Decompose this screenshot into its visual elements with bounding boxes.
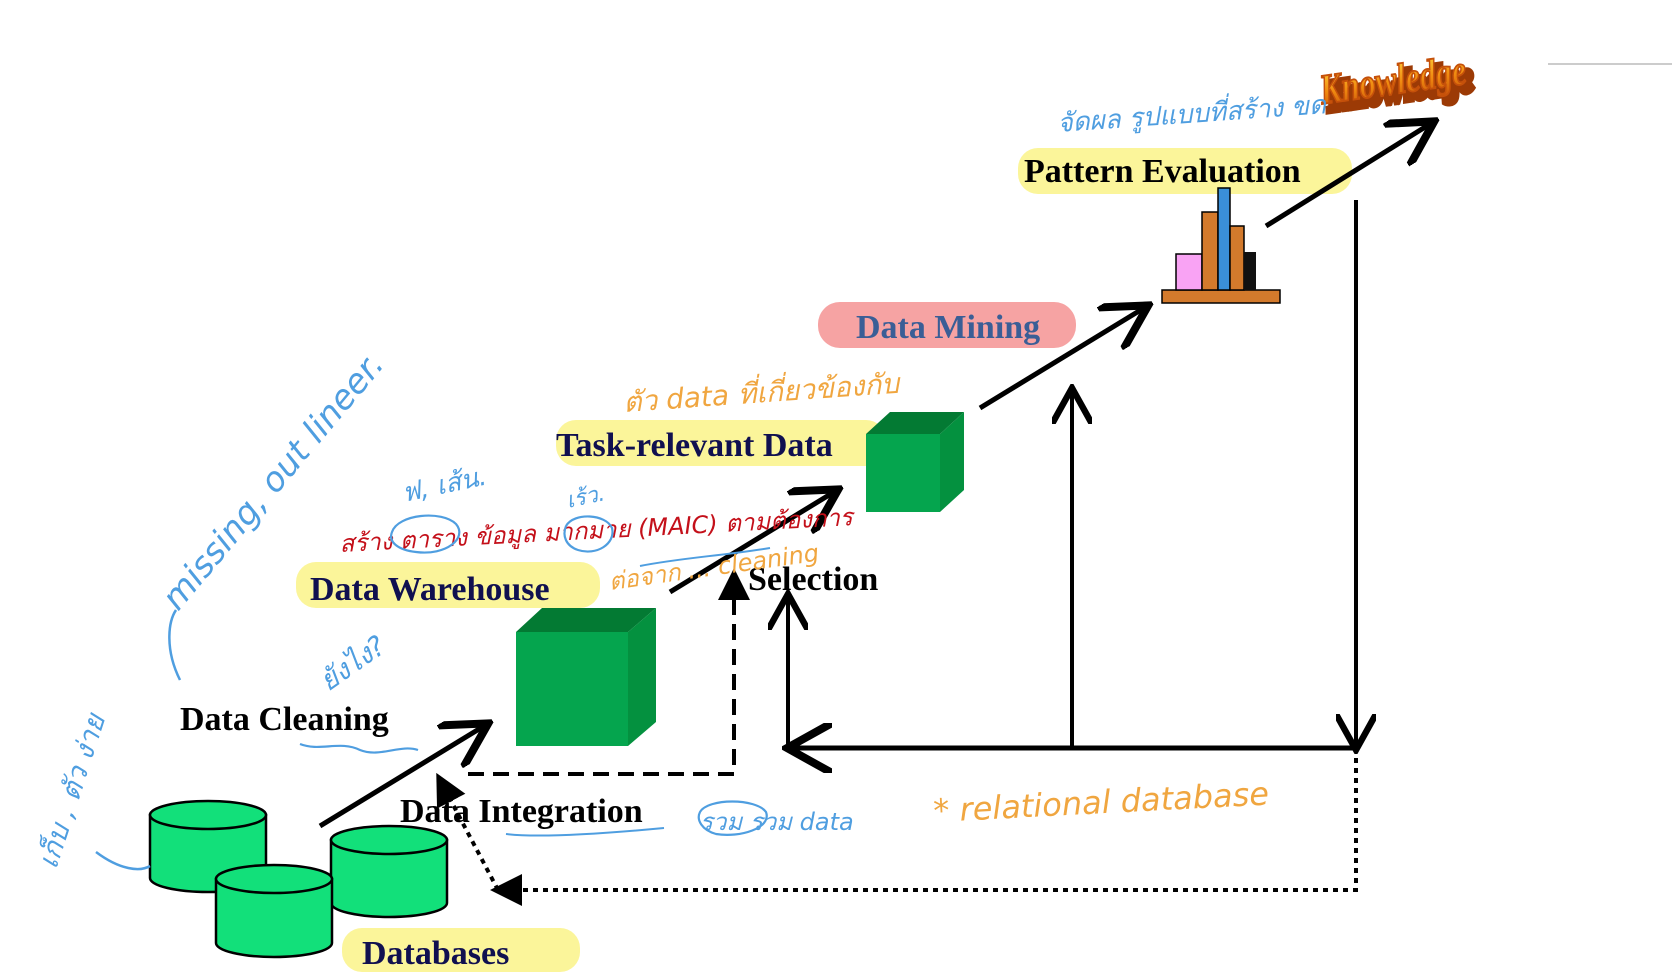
pen-underline-red-note bbox=[639, 547, 771, 567]
arrow-databases-to-warehouse bbox=[318, 726, 484, 829]
annotation-left-margin: เก็บ , ตัว ง่าย bbox=[31, 709, 112, 873]
pattern-bar-chart-icon bbox=[1161, 187, 1281, 304]
pen-circle-integration bbox=[697, 800, 768, 836]
pen-curve-left bbox=[95, 609, 182, 871]
pen-underline-cleaning bbox=[299, 742, 419, 754]
annotation-relational: * relational database bbox=[932, 774, 1269, 830]
data-warehouse-cube bbox=[516, 608, 656, 746]
annotation-task-relevant: ตัว data ที่เกี่ยวข้องกับ bbox=[622, 364, 902, 419]
data-mining-highlight bbox=[818, 302, 1076, 348]
annotation-thai-note-2: เร้ว. bbox=[564, 481, 607, 513]
database-cylinder bbox=[214, 863, 334, 959]
label-task-relevant-data: Task-relevant Data bbox=[556, 427, 833, 464]
pen-underline-integration bbox=[505, 827, 665, 837]
pen-circle-note-2 bbox=[563, 515, 614, 553]
label-data-warehouse: Data Warehouse bbox=[310, 571, 550, 608]
arrow-warehouse-to-task bbox=[668, 492, 834, 595]
label-data-integration: Data Integration bbox=[400, 793, 643, 830]
annotation-question: ยังไง? bbox=[313, 629, 392, 698]
dotted-to-integration-arrow bbox=[436, 772, 500, 891]
data-warehouse-highlight bbox=[296, 562, 600, 608]
database-cylinder bbox=[329, 824, 449, 919]
arrow-evaluation-to-knowledge bbox=[1264, 124, 1430, 229]
knowledge-word-art: Knowledge Knowledge bbox=[1315, 46, 1479, 124]
annotation-thai-note-1: ฟ, เส้น. bbox=[399, 462, 489, 509]
label-selection: Selection bbox=[748, 561, 878, 598]
pen-circle-note-1 bbox=[390, 514, 461, 554]
annotation-integration: รวม รวม data bbox=[700, 808, 854, 836]
pattern-evaluation-highlight bbox=[1018, 148, 1352, 194]
dashed-integration-loop bbox=[464, 574, 736, 776]
label-data-cleaning: Data Cleaning bbox=[180, 701, 389, 738]
label-pattern-evaluation: Pattern Evaluation bbox=[1024, 153, 1301, 190]
databases-highlight bbox=[342, 928, 580, 972]
annotation-near-knowledge: จัดผล รูปแบบที่สร้าง ขด bbox=[1056, 86, 1328, 139]
dotted-return-loop bbox=[490, 748, 1358, 906]
task-relevant-data-cube bbox=[866, 412, 964, 512]
arrow-task-to-mining bbox=[978, 308, 1144, 411]
task-relevant-highlight bbox=[556, 420, 886, 466]
label-databases: Databases bbox=[362, 935, 509, 972]
label-data-mining: Data Mining bbox=[856, 309, 1040, 346]
